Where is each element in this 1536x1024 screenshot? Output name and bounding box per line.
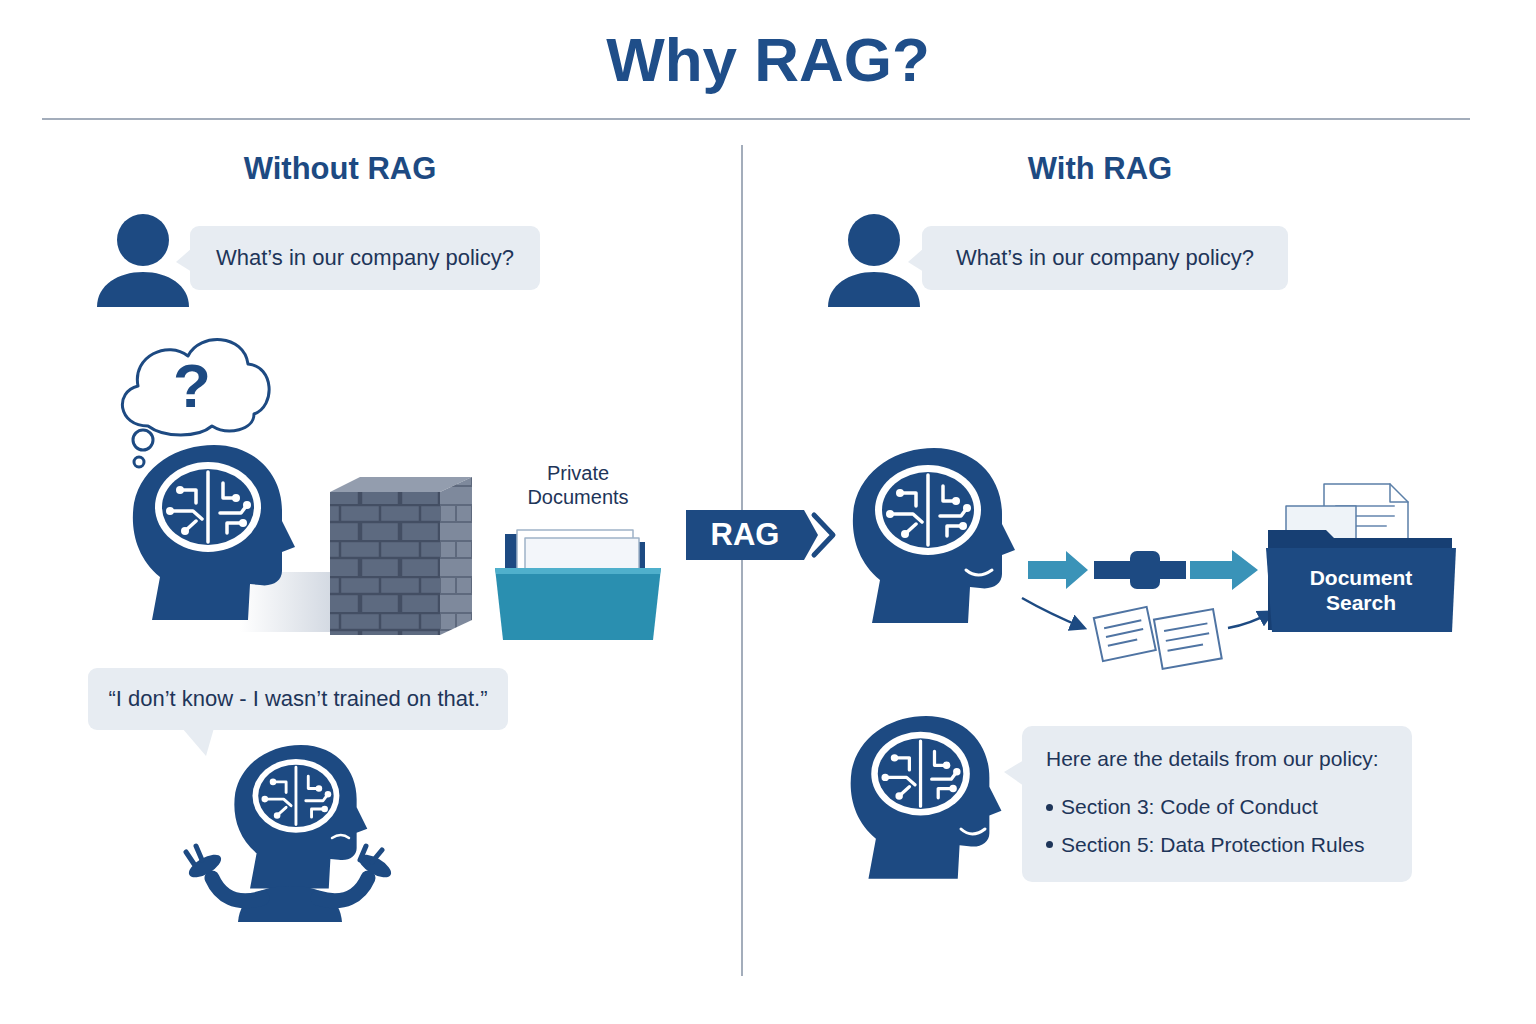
shrug-figure — [185, 850, 224, 882]
node-text: “I don’t know - I wasn’t trained on that… — [108, 686, 487, 712]
retrieved-pages — [1154, 609, 1222, 669]
speech-bubble: “I don’t know - I wasn’t trained on that… — [88, 668, 508, 730]
retrieved-pages — [1228, 612, 1272, 628]
user-icon — [848, 214, 900, 266]
retrieval-pipe — [1190, 550, 1258, 590]
thought-dot — [134, 457, 144, 467]
text-area: What’s in our company policy? — [922, 226, 1288, 290]
brick-wall — [330, 492, 440, 635]
retrieved-pages — [1094, 607, 1156, 661]
bullet-row: Section 5: Data Protection Rules — [1046, 832, 1404, 858]
text-area: “I don’t know - I wasn’t trained on that… — [88, 668, 508, 730]
node-text: Here are the details from our policy: — [1046, 746, 1404, 772]
bullet-text: Section 3: Code of Conduct — [1061, 794, 1318, 820]
search-folder: Document Search — [1266, 484, 1458, 634]
panel-heading: With RAG — [900, 152, 1300, 186]
retrieval-pipe — [1028, 551, 1088, 589]
smile — [961, 829, 985, 834]
document-folder-outline — [495, 568, 661, 640]
node-text: RAG — [711, 517, 780, 553]
brick-wall — [330, 477, 472, 635]
user-icon — [97, 272, 189, 307]
bubble-tail — [1004, 760, 1024, 786]
node-text: What’s in our company policy? — [216, 245, 514, 271]
shrug-figure — [318, 878, 368, 901]
retrieval-pipe — [1094, 561, 1134, 579]
retrieval-pipe — [1156, 561, 1186, 579]
rag-arrow: RAG — [686, 508, 836, 562]
smile — [966, 570, 992, 575]
panel-divider — [741, 145, 743, 976]
bullet-dot — [1046, 804, 1053, 811]
text-area: ? — [108, 330, 276, 442]
thought-dot — [133, 430, 153, 450]
text-area: What’s in our company policy? — [190, 226, 540, 290]
shrug-figure — [185, 745, 394, 922]
retrieved-pages — [1164, 623, 1211, 650]
shrug-figure — [186, 846, 382, 864]
search-folder-outline — [1266, 548, 1456, 632]
speech-bubble: What’s in our company policy? — [922, 226, 1288, 290]
retrieved-pages — [1094, 607, 1156, 661]
node-text: ? — [173, 355, 211, 417]
node-text: Document Search — [1296, 565, 1426, 615]
text-area: Document Search — [1296, 548, 1426, 632]
retrieved-pages — [1022, 598, 1272, 669]
node-text: Private Documents — [518, 461, 638, 510]
thought-cloud: ? — [108, 326, 276, 438]
thought-cloud-outline — [122, 340, 269, 435]
ai-head — [133, 445, 295, 620]
user-icon — [828, 214, 920, 307]
title: Why RAG? — [0, 26, 1536, 94]
user-icon — [828, 272, 920, 307]
shrug-figure — [234, 745, 367, 889]
document-folder-outline — [495, 568, 661, 574]
shrug-figure — [212, 878, 262, 901]
search-folder-outline — [1390, 484, 1408, 502]
brick-wall — [440, 477, 472, 635]
title-rule — [42, 118, 1470, 120]
text-area: RAG — [686, 508, 804, 562]
bullet-dot — [1046, 841, 1053, 848]
ai-head — [851, 716, 1002, 879]
rag-arrow-outline — [814, 515, 833, 555]
speech-bubble: What’s in our company policy? — [190, 226, 540, 290]
bullet-text: Section 5: Data Protection Rules — [1061, 832, 1365, 858]
retrieval-pipe — [1130, 551, 1160, 589]
retrieved-pages — [1022, 598, 1084, 628]
user-icon — [97, 214, 189, 307]
text-area: Here are the details from our policy: Sec… — [1022, 726, 1412, 882]
answer-bubble: Here are the details from our policy: Sec… — [1022, 726, 1412, 882]
node-text: What’s in our company policy? — [956, 245, 1254, 271]
bubble-tail — [182, 728, 214, 756]
document-folder: Private Documents — [493, 452, 663, 642]
rag-arrow-outline — [686, 510, 818, 560]
retrieved-pages — [1154, 609, 1222, 669]
retrieved-pages — [1104, 620, 1145, 646]
bullet-row: Section 3: Code of Conduct — [1046, 794, 1404, 820]
retrieval-pipe — [1028, 550, 1258, 590]
text-area: Private Documents — [518, 452, 638, 518]
shrug-figure — [332, 835, 349, 838]
ai-head — [853, 448, 1015, 623]
panel-heading: Without RAG — [140, 152, 540, 186]
user-icon — [117, 214, 169, 266]
